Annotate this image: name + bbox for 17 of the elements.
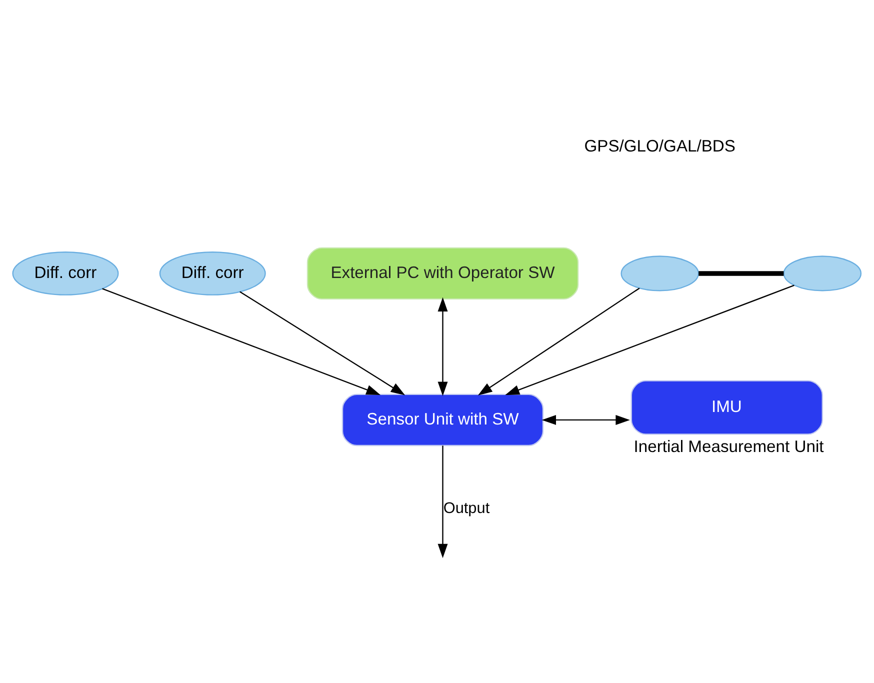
arrow <box>438 297 448 396</box>
arrow <box>240 291 406 396</box>
node-box: Sensor Unit with SW <box>342 394 544 446</box>
node-ellipse <box>783 256 862 292</box>
node-ellipse <box>620 256 700 292</box>
node-ellipse: Diff. corr <box>159 252 266 296</box>
edge-label: Output <box>443 500 490 517</box>
arrow <box>505 284 794 396</box>
arrow <box>478 288 640 396</box>
arrow <box>542 414 630 425</box>
label: GPS/GLO/GAL/BDS <box>584 136 736 156</box>
arrow <box>438 446 448 558</box>
node-ellipse: Diff. corr <box>12 252 119 296</box>
arrow <box>102 288 380 395</box>
node-label: Inertial Measurement Unit <box>634 437 824 456</box>
node-box: External PC with Operator SW <box>306 247 579 300</box>
connector <box>698 271 784 276</box>
